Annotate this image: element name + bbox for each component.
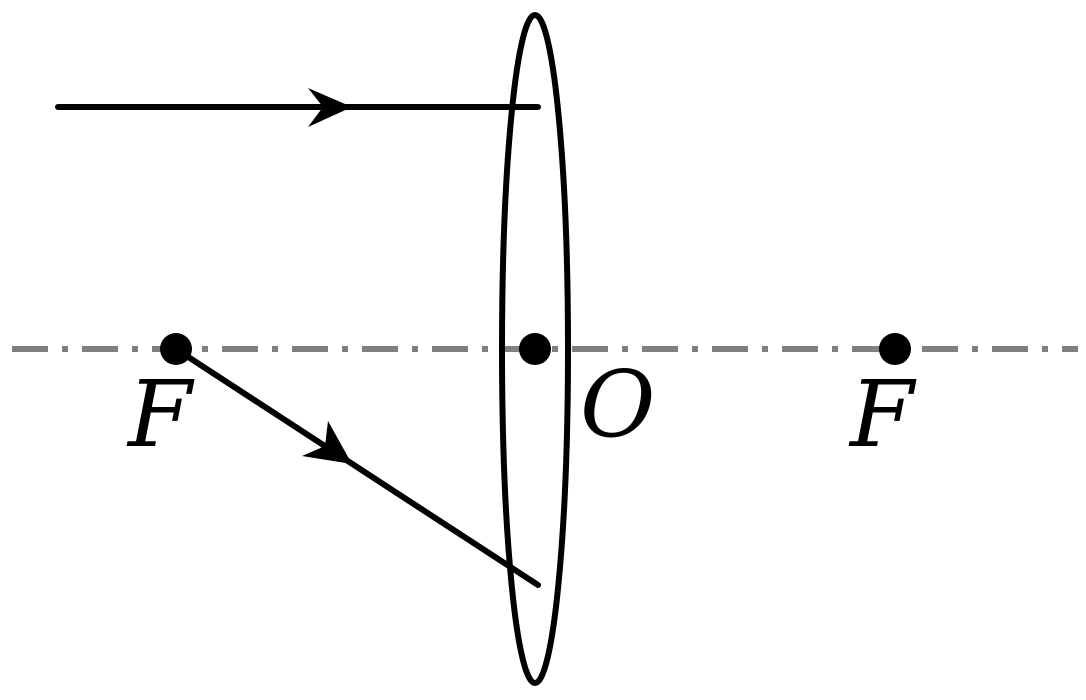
right-focus-point bbox=[879, 333, 911, 365]
optical-center-point bbox=[519, 333, 551, 365]
left-focus-point bbox=[160, 333, 192, 365]
focal-incident-ray bbox=[173, 346, 541, 588]
optical-center-label: O bbox=[580, 351, 655, 458]
right-focus-label: F bbox=[848, 361, 917, 468]
focal-ray-arrowhead bbox=[302, 421, 352, 464]
parallel-ray-arrowhead bbox=[308, 88, 352, 127]
convex-lens bbox=[499, 12, 571, 686]
left-focus-label: F bbox=[126, 361, 195, 468]
